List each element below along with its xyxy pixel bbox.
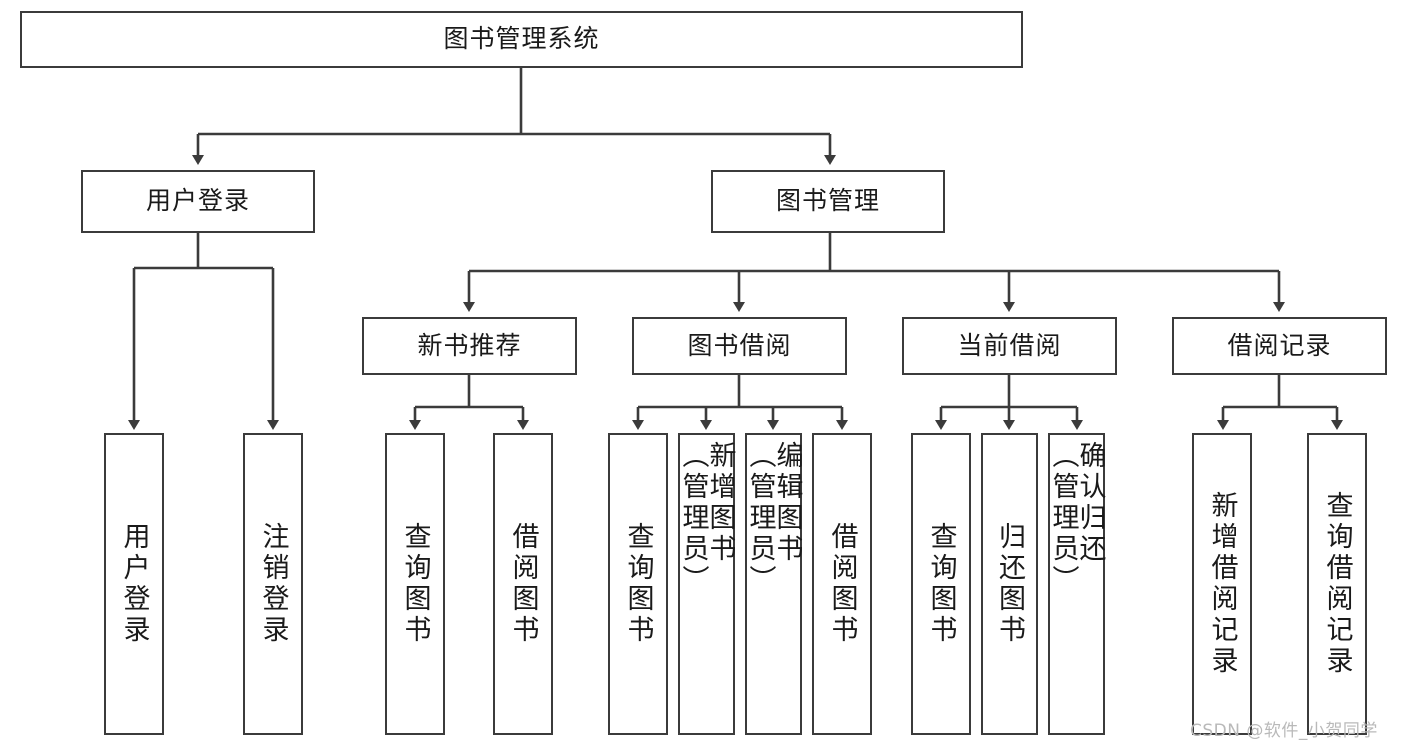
node-new-book-rec[interactable]: 新书推荐: [362, 317, 577, 375]
watermark-text: CSDN @软件_小贺同学: [1190, 721, 1378, 741]
node-label: 图书管理系统: [443, 24, 600, 54]
node-book-manage[interactable]: 图书管理: [711, 170, 945, 233]
node-label: 确认归还 （管理员）: [1047, 441, 1106, 596]
node-root-system[interactable]: 图书管理系统: [20, 11, 1023, 68]
leaf-add-record[interactable]: 新增借阅记录: [1192, 433, 1252, 735]
node-borrow-record[interactable]: 借阅记录: [1172, 317, 1387, 375]
node-label: 借阅记录: [1227, 330, 1332, 360]
node-current-borrow[interactable]: 当前借阅: [902, 317, 1117, 375]
node-label: 当前借阅: [957, 330, 1062, 360]
node-label: 新增图书 （管理员）: [677, 441, 736, 596]
node-label: 用户登录: [145, 186, 250, 216]
node-label: 查询图书: [399, 522, 431, 646]
node-label: 新增借阅记录: [1206, 491, 1238, 677]
node-label: 新书推荐: [417, 330, 522, 360]
node-label: 查询借阅记录: [1321, 491, 1353, 677]
node-label: 图书借阅: [687, 330, 792, 360]
leaf-edit-book[interactable]: 编辑图书 （管理员）: [744, 433, 803, 735]
node-label: 注销登录: [257, 522, 289, 646]
leaf-return-book[interactable]: 归还图书: [981, 433, 1038, 735]
leaf-add-book[interactable]: 新增图书 （管理员）: [677, 433, 736, 735]
leaf-query-record[interactable]: 查询借阅记录: [1307, 433, 1367, 735]
node-label: 编辑图书 （管理员）: [744, 441, 803, 596]
node-book-borrow[interactable]: 图书借阅: [632, 317, 847, 375]
node-label: 查询图书: [622, 522, 654, 646]
node-label: 借阅图书: [826, 522, 858, 646]
leaf-borrow-book-1[interactable]: 借阅图书: [493, 433, 553, 735]
leaf-user-login[interactable]: 用户登录: [104, 433, 164, 735]
node-label: 图书管理: [775, 186, 880, 216]
leaf-logout[interactable]: 注销登录: [243, 433, 303, 735]
leaf-query-book-3[interactable]: 查询图书: [911, 433, 971, 735]
node-user-login[interactable]: 用户登录: [81, 170, 315, 233]
leaf-confirm-return[interactable]: 确认归还 （管理员）: [1047, 433, 1106, 735]
node-label: 归还图书: [994, 522, 1025, 646]
leaf-query-book-2[interactable]: 查询图书: [608, 433, 668, 735]
node-label: 用户登录: [118, 522, 150, 646]
leaf-borrow-book-2[interactable]: 借阅图书: [812, 433, 872, 735]
node-label: 查询图书: [925, 522, 957, 646]
leaf-query-book-1[interactable]: 查询图书: [385, 433, 445, 735]
node-label: 借阅图书: [507, 522, 539, 646]
